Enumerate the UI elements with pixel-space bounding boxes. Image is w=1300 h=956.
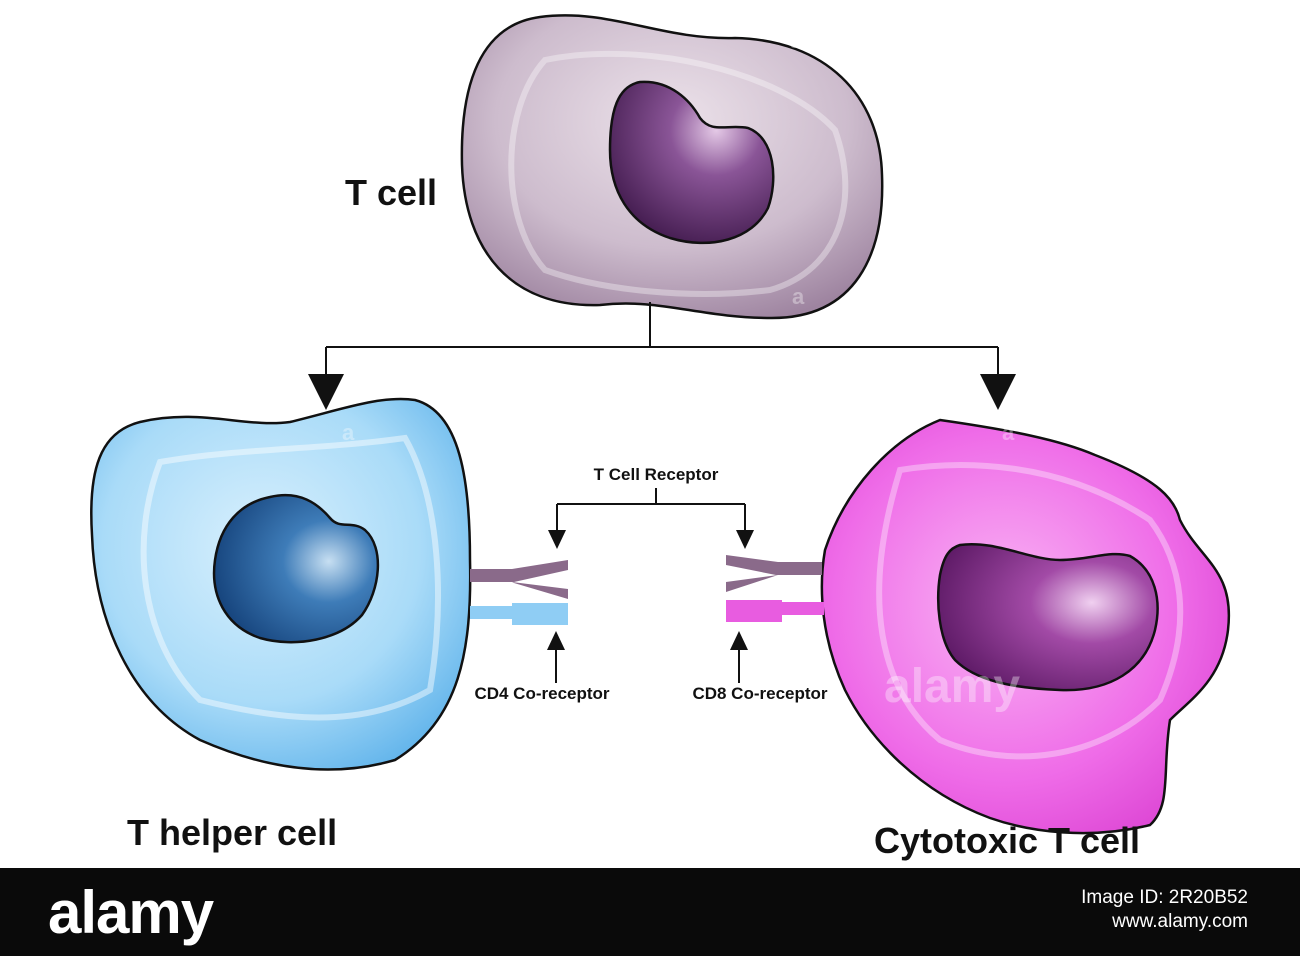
t-helper-cell-label: T helper cell bbox=[127, 812, 337, 853]
t-cell-label: T cell bbox=[345, 172, 437, 213]
t-helper-cell-watermark-mark: a bbox=[342, 420, 355, 445]
site-url-text: www.alamy.com bbox=[1112, 911, 1248, 932]
cd8-co-receptor-label: CD8 Co-receptor bbox=[692, 684, 827, 703]
alamy-logo: alamy bbox=[48, 879, 214, 946]
t-cell-watermark-mark: a bbox=[790, 28, 803, 53]
t-cell: a a bbox=[460, 14, 884, 320]
t-cell-differentiation-diagram: a a T cell a T helper cell alamy a Cytot… bbox=[90, 14, 1231, 861]
cd4-co-receptor-shape bbox=[470, 603, 568, 625]
arrow-to-t-helper-cell bbox=[308, 374, 344, 410]
stock-footer-bar: alamy Image ID: 2R20B52 www.alamy.com bbox=[0, 868, 1300, 956]
t-cell-receptor-label: T Cell Receptor bbox=[594, 465, 719, 484]
branch-connector bbox=[325, 302, 999, 378]
cd4-pointer bbox=[547, 631, 565, 683]
cytotoxic-t-cell: alamy a bbox=[820, 418, 1231, 835]
cytotoxic-t-cell-watermark: alamy bbox=[884, 660, 1020, 713]
helper-t-cell-receptor bbox=[470, 560, 568, 599]
receptor-arrow-left bbox=[548, 530, 566, 549]
cytotoxic-t-cell-receptor bbox=[726, 555, 822, 592]
t-helper-cell-nucleus bbox=[212, 493, 380, 644]
image-id-text: Image ID: 2R20B52 bbox=[1081, 887, 1248, 908]
cytotoxic-t-cell-watermark-mark: a bbox=[1002, 420, 1015, 445]
t-cell-receptor-bracket bbox=[556, 488, 746, 532]
t-cell-watermark-mark-2: a bbox=[792, 284, 805, 309]
cytotoxic-t-cell-nucleus bbox=[937, 542, 1159, 692]
cytotoxic-t-cell-label: Cytotoxic T cell bbox=[874, 820, 1140, 861]
t-cell-nucleus bbox=[608, 80, 775, 245]
t-cell-membrane-highlight bbox=[508, 50, 849, 297]
cd4-co-receptor-label: CD4 Co-receptor bbox=[474, 684, 609, 703]
cytotoxic-t-cell-membrane-highlight bbox=[876, 462, 1184, 760]
receptor-arrow-right bbox=[736, 530, 754, 549]
t-helper-cell-membrane-highlight bbox=[140, 434, 441, 721]
cd8-co-receptor-shape bbox=[726, 600, 824, 622]
t-helper-cell: a bbox=[90, 397, 472, 771]
arrow-to-cytotoxic-t-cell bbox=[980, 374, 1016, 410]
image-id-block: Image ID: 2R20B52 www.alamy.com bbox=[1081, 886, 1248, 934]
cd8-pointer bbox=[730, 631, 748, 683]
